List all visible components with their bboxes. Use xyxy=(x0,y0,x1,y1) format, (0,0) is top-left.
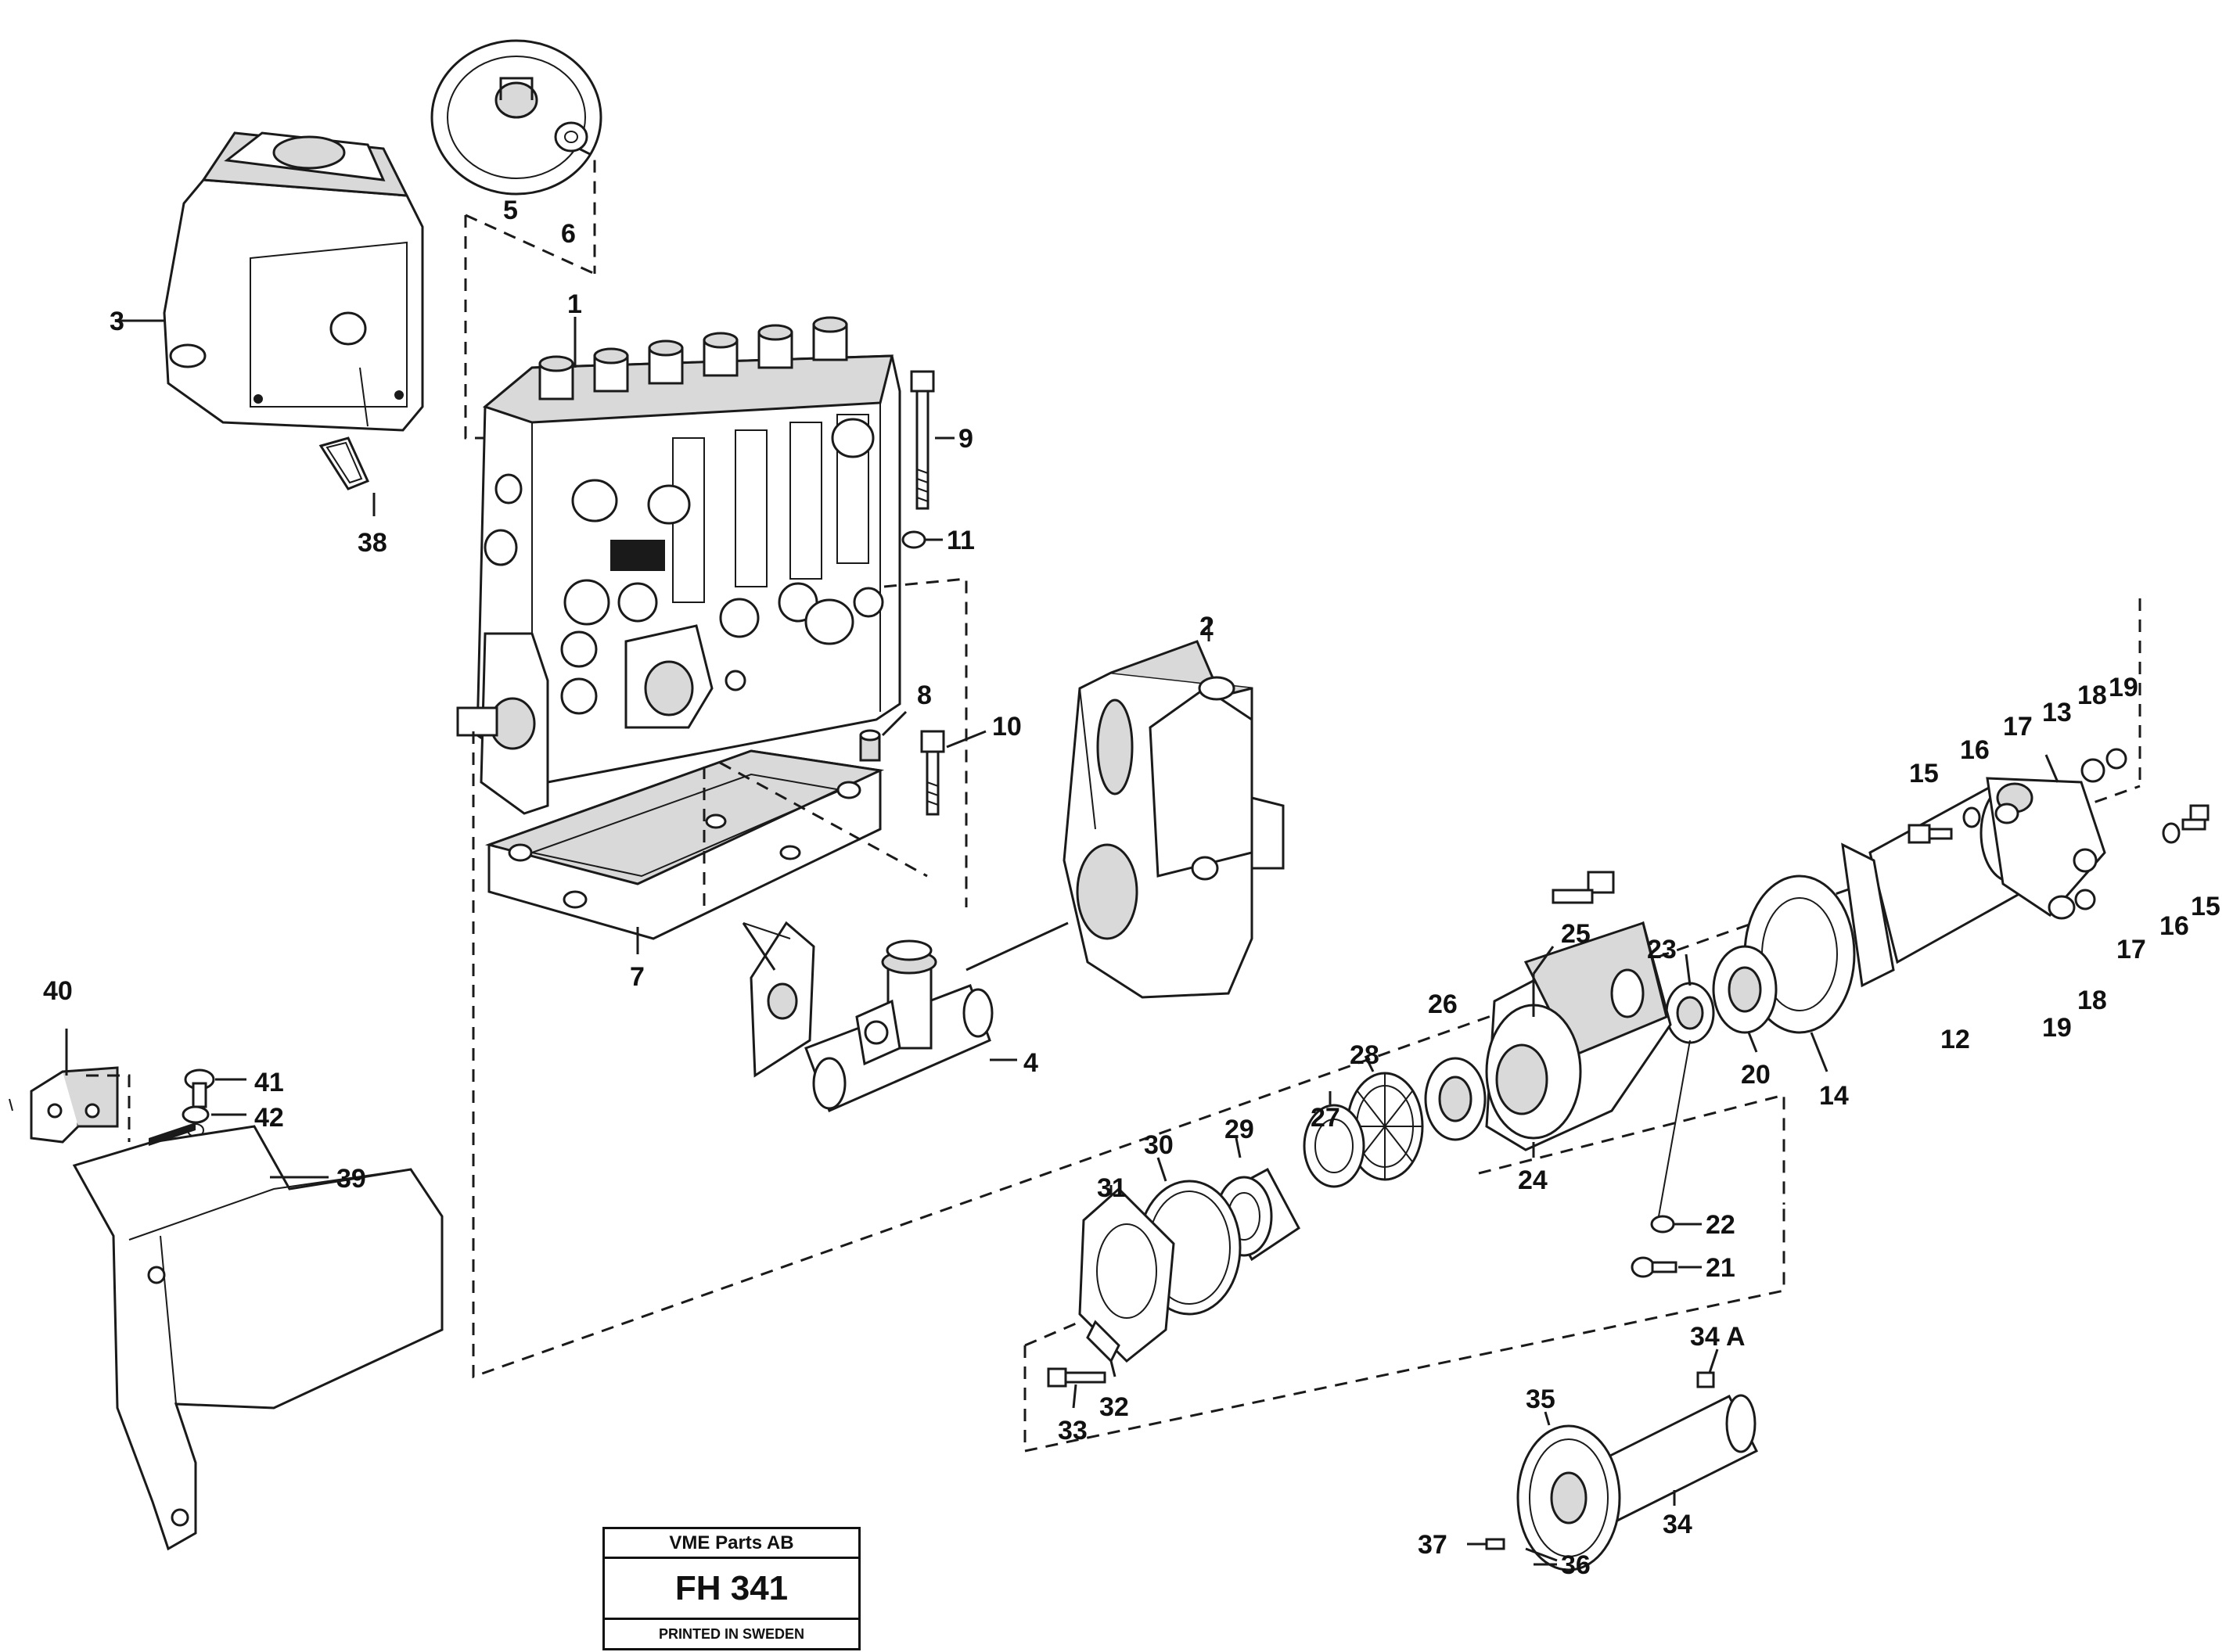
part-housing-24 xyxy=(1485,921,1672,1151)
callout-40: 40 xyxy=(43,976,73,1006)
callout-17b: 17 xyxy=(2116,935,2146,964)
callout-18a: 18 xyxy=(2077,681,2107,710)
part-gear-35 xyxy=(1516,1424,1621,1571)
callout-27: 27 xyxy=(1311,1103,1340,1133)
part-plate-31 xyxy=(1078,1187,1175,1363)
callout-15a: 15 xyxy=(1909,759,1939,788)
callout-34a: 34 A xyxy=(1690,1322,1746,1352)
callout-25: 25 xyxy=(1561,919,1591,949)
part-washer-22 xyxy=(1650,1215,1675,1234)
callout-18b: 18 xyxy=(2077,986,2107,1015)
title-block: VME Parts AB FH 341 PRINTED IN SWEDEN xyxy=(602,1527,861,1650)
callout-26: 26 xyxy=(1428,989,1458,1019)
hardware-17-18-19 xyxy=(1994,748,2127,920)
part-washer-6 xyxy=(554,121,588,153)
callout-4: 4 xyxy=(1023,1048,1038,1078)
callout-24: 24 xyxy=(1518,1165,1548,1195)
part-disc-5 xyxy=(430,39,602,196)
callout-22: 22 xyxy=(1706,1210,1735,1240)
part-ring-38 xyxy=(318,436,370,490)
callout-39: 39 xyxy=(336,1164,366,1194)
callout-30: 30 xyxy=(1144,1130,1174,1160)
title-block-printed: PRINTED IN SWEDEN xyxy=(658,1625,804,1642)
callout-42: 42 xyxy=(254,1103,284,1133)
part-seal-23 xyxy=(1665,982,1715,1044)
callout-19b: 19 xyxy=(2042,1013,2072,1043)
part-feed-pump-4 xyxy=(750,921,994,1113)
callout-23: 23 xyxy=(1647,935,1677,964)
title-block-company: VME Parts AB xyxy=(605,1529,858,1559)
callout-1: 1 xyxy=(567,289,582,319)
callout-17a: 17 xyxy=(2003,712,2033,742)
part-screw-10 xyxy=(920,730,945,816)
callout-41: 41 xyxy=(254,1068,284,1097)
callout-16b: 16 xyxy=(2159,911,2189,941)
part-screw-33 xyxy=(1047,1367,1106,1388)
callout-16a: 16 xyxy=(1960,735,1990,765)
part-washer-11 xyxy=(901,530,926,549)
part-ring-27 xyxy=(1303,1104,1365,1188)
callout-21: 21 xyxy=(1706,1253,1735,1283)
callout-7: 7 xyxy=(630,962,645,992)
callout-36: 36 xyxy=(1561,1550,1591,1580)
callout-6: 6 xyxy=(561,219,576,249)
callout-20: 20 xyxy=(1741,1060,1771,1090)
callout-14: 14 xyxy=(1819,1081,1849,1111)
callout-28: 28 xyxy=(1350,1040,1379,1070)
part-governor-2 xyxy=(1063,640,1285,999)
callout-15b: 15 xyxy=(2191,892,2220,921)
callout-12: 12 xyxy=(1940,1025,1970,1054)
part-screw-9 xyxy=(910,370,935,510)
part-heat-shield-39 xyxy=(72,1122,444,1551)
callout-10: 10 xyxy=(992,712,1022,742)
title-block-code: FH 341 xyxy=(605,1559,858,1620)
part-screw-21 xyxy=(1631,1256,1677,1278)
callout-19a: 19 xyxy=(2109,673,2138,702)
callout-38: 38 xyxy=(358,528,387,558)
part-injection-pump-1 xyxy=(456,316,901,815)
callout-32: 32 xyxy=(1099,1392,1129,1422)
part-sleeve-8 xyxy=(859,729,881,762)
callout-31: 31 xyxy=(1097,1173,1127,1203)
callout-37: 37 xyxy=(1418,1530,1447,1560)
part-bracket-40 xyxy=(30,1066,119,1144)
part-screw-25 xyxy=(1552,871,1615,904)
callout-9: 9 xyxy=(958,424,973,454)
part-cover-3 xyxy=(163,131,424,432)
part-screw-37 xyxy=(1485,1538,1505,1550)
callout-5: 5 xyxy=(503,196,518,225)
callout-3: 3 xyxy=(110,307,124,336)
hardware-15-16 xyxy=(1908,804,2210,844)
delivery-valves xyxy=(538,316,848,400)
part-bearing-26 xyxy=(1424,1057,1487,1141)
part-flange-20 xyxy=(1712,945,1778,1034)
callout-labels: 1 2 3 4 5 6 7 8 9 10 11 12 13 14 15 15 1… xyxy=(43,196,2220,1580)
part-screw-41 xyxy=(184,1068,215,1108)
callout-8: 8 xyxy=(917,681,932,710)
callout-2: 2 xyxy=(1199,612,1214,641)
callout-13: 13 xyxy=(2042,698,2072,727)
callout-29: 29 xyxy=(1224,1115,1254,1144)
callout-11: 11 xyxy=(947,526,975,555)
part-gear-28 xyxy=(1346,1072,1424,1181)
callout-33: 33 xyxy=(1058,1416,1088,1446)
callout-34: 34 xyxy=(1663,1510,1692,1539)
callout-35: 35 xyxy=(1526,1384,1555,1414)
part-pin-36 xyxy=(1525,1547,1558,1562)
